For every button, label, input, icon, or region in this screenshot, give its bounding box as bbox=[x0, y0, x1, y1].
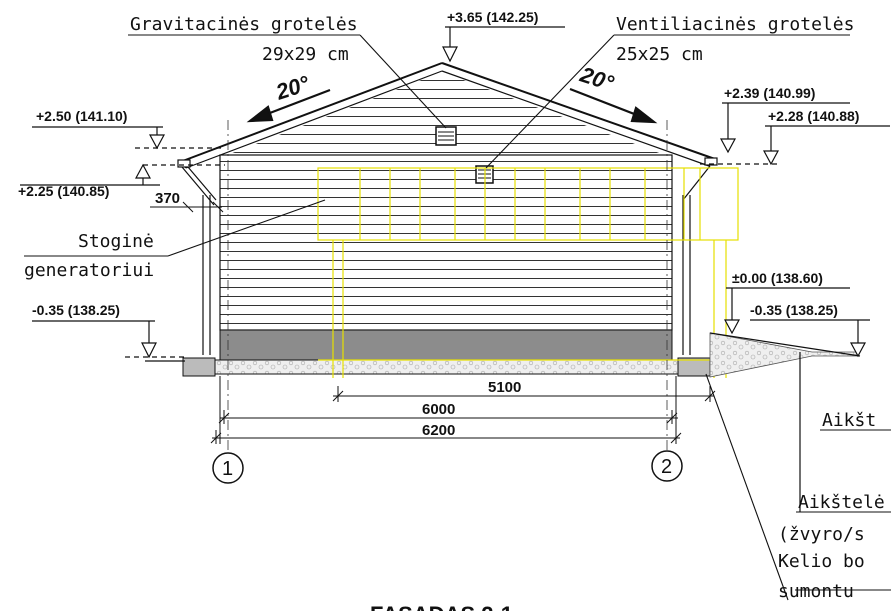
dimension-lines bbox=[150, 201, 716, 444]
level-right-eave: +2.39 (140.99) bbox=[724, 85, 815, 101]
leaders bbox=[24, 34, 891, 601]
note-kelio: Kelio bo bbox=[778, 551, 865, 572]
note-aikst: Aikšt bbox=[822, 410, 876, 431]
dim-outer: 6200 bbox=[422, 422, 455, 439]
downpipe-right bbox=[682, 157, 718, 355]
downpipe-left bbox=[177, 159, 217, 355]
note-zvyro: (žvyro/s bbox=[778, 524, 865, 545]
gravity-vent-title: Gravitacinės grotelės bbox=[130, 14, 358, 35]
note-aikstele: Aikštelė bbox=[798, 492, 885, 513]
level-left-eave: +2.50 (141.10) bbox=[36, 108, 127, 124]
axis-label-1: 1 bbox=[222, 458, 233, 480]
level-zero: ±0.00 (138.60) bbox=[732, 270, 823, 286]
axis-bubble-1 bbox=[212, 452, 244, 484]
canopy-label-1: Stoginė bbox=[78, 231, 154, 252]
roof-angle-right: 20° bbox=[576, 61, 617, 95]
axis-lines bbox=[227, 120, 668, 450]
vent-title: Ventiliacinės grotelės bbox=[616, 14, 854, 35]
foundation bbox=[184, 359, 711, 375]
wall-siding bbox=[219, 154, 673, 331]
gable-siding bbox=[222, 72, 670, 157]
level-right-wall: +2.28 (140.88) bbox=[768, 108, 859, 124]
axis-label-2: 2 bbox=[661, 456, 672, 478]
plinth bbox=[219, 329, 673, 361]
vent-size: 25x25 cm bbox=[616, 44, 703, 65]
level-right-ground: -0.35 (138.25) bbox=[750, 302, 838, 318]
drawing-title: FASADAS 2-1 bbox=[370, 602, 513, 611]
roof-slope-arrows bbox=[246, 87, 658, 124]
footing-right bbox=[677, 357, 711, 377]
level-left-wall: +2.25 (140.85) bbox=[18, 183, 109, 199]
canopy-label-2: generatoriui bbox=[24, 260, 154, 281]
gravity-vent-size: 29x29 cm bbox=[262, 44, 349, 65]
dim-inner: 6000 bbox=[422, 401, 455, 418]
level-markers bbox=[20, 26, 890, 359]
ground bbox=[145, 332, 861, 512]
note-sumontu: sumontu bbox=[778, 581, 854, 602]
dim-canopy: 5100 bbox=[488, 379, 521, 396]
footing-left bbox=[182, 357, 216, 377]
building bbox=[177, 62, 718, 377]
axis-bubble-2 bbox=[651, 450, 683, 482]
level-ridge: +3.65 (142.25) bbox=[447, 9, 538, 25]
dim-offset: 370 bbox=[155, 190, 180, 207]
level-left-ground: -0.35 (138.25) bbox=[32, 302, 120, 318]
